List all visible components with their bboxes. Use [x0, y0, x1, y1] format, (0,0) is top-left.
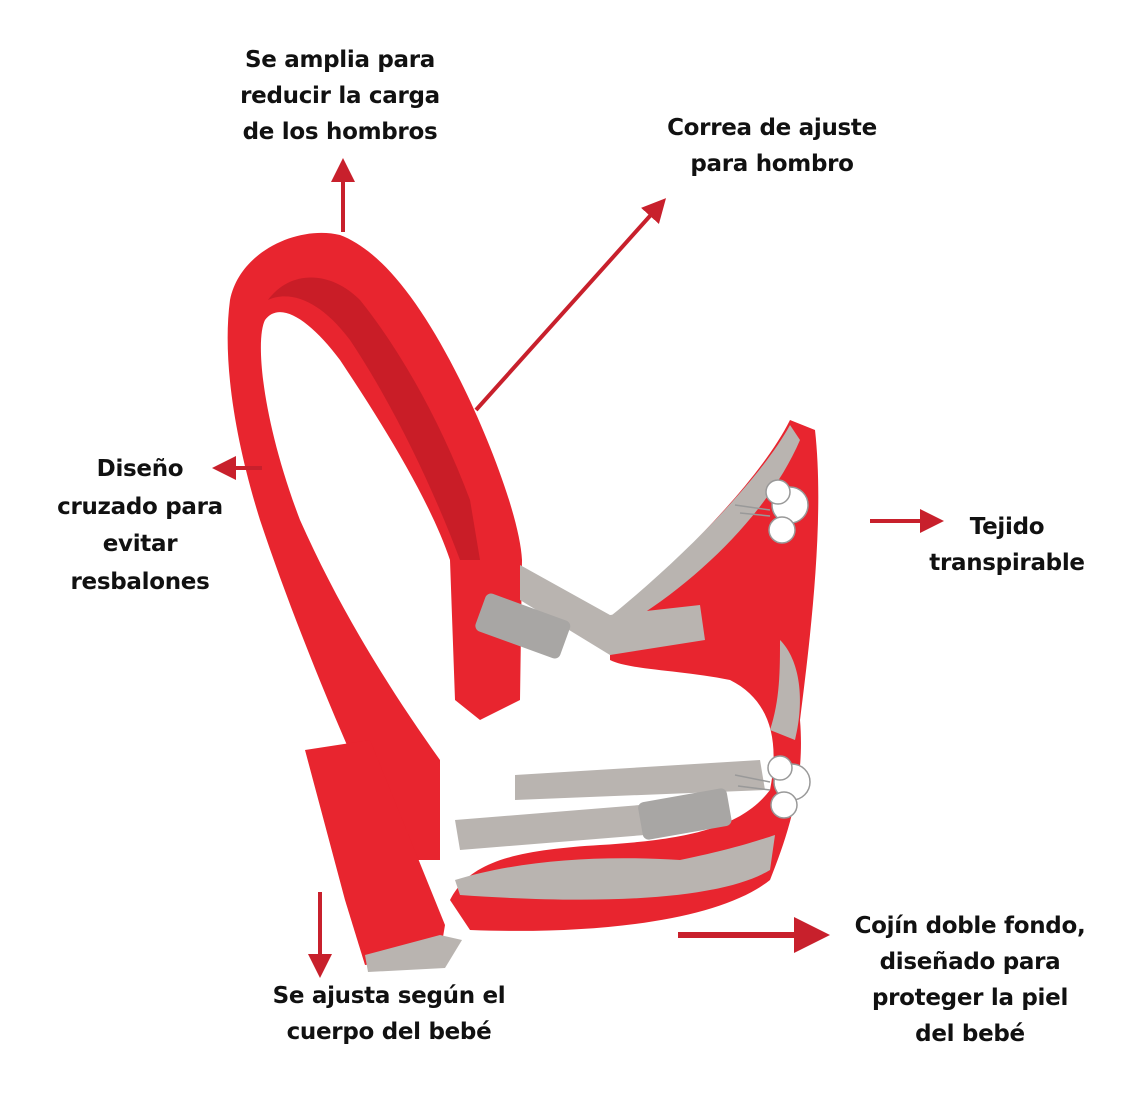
seat-body-shape: [450, 420, 819, 931]
annotation-line: cuerpo del bebé: [286, 1019, 492, 1045]
annotation-cross-design: Diseño cruzado para evitar resbalones: [20, 451, 260, 601]
annotation-line: resbalones: [70, 568, 210, 595]
annotation-line: Diseño: [96, 456, 184, 482]
annotation-line: evitar: [102, 531, 178, 557]
annotation-line: reducir la carga: [240, 83, 440, 109]
annotation-line: Tejido: [969, 514, 1045, 540]
annotation-shoulder-width: Se amplia para reducir la carga de los h…: [190, 42, 490, 150]
annotation-double-cushion: Cojín doble fondo, diseñado para protege…: [820, 908, 1120, 1052]
shoulder-strap-shape: [227, 232, 522, 861]
arrow-diagonal-icon: [474, 198, 667, 412]
breath-cloud-icon: [734, 755, 811, 819]
annotation-shoulder-strap: Correa de ajuste para hombro: [622, 110, 922, 182]
annotation-line: de los hombros: [242, 119, 438, 145]
annotation-breathable-fabric: Tejido transpirable: [897, 509, 1117, 581]
annotation-line: diseñado para: [879, 949, 1061, 975]
breath-cloud-icon: [734, 479, 809, 544]
annotation-line: para hombro: [690, 151, 854, 177]
annotation-line: transpirable: [929, 550, 1085, 576]
annotation-line: Correa de ajuste: [667, 115, 877, 141]
annotation-line: cruzado para: [57, 493, 223, 520]
annotation-body-adjust: Se ajusta según el cuerpo del bebé: [229, 978, 549, 1050]
annotation-line: del bebé: [915, 1021, 1025, 1047]
waist-strap-shape: [305, 740, 462, 972]
annotation-line: Cojín doble fondo,: [854, 913, 1086, 939]
annotation-line: proteger la piel: [871, 985, 1069, 1011]
annotation-line: Se amplia para: [244, 47, 436, 73]
annotation-line: Se ajusta según el: [272, 983, 506, 1009]
buckle-straps: [455, 565, 765, 850]
